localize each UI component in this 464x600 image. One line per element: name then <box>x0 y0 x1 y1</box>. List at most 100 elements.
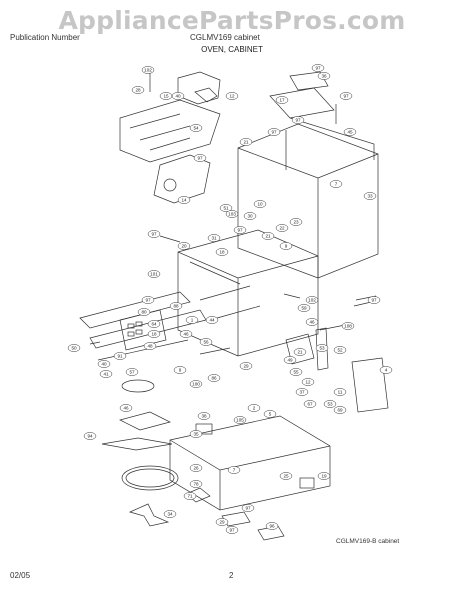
callout: 2 <box>247 404 261 412</box>
callout: 29 <box>239 362 253 370</box>
callout: 51 <box>219 204 233 212</box>
diagram-caption: CGLMV169-B cabinet <box>336 538 400 545</box>
callout: 26 <box>189 464 203 472</box>
callout: 30 <box>243 212 257 220</box>
section-title: OVEN, CABINET <box>201 45 263 54</box>
callout: 11 <box>333 388 347 396</box>
callout: 19 <box>317 472 331 480</box>
callout: 17 <box>275 96 289 104</box>
svg-text:46: 46 <box>183 332 189 337</box>
callout: 97 <box>339 92 353 100</box>
svg-text:94: 94 <box>87 434 93 439</box>
svg-text:25: 25 <box>283 474 289 479</box>
callout: 97 <box>267 128 281 136</box>
callout: 97 <box>141 296 155 304</box>
svg-text:102: 102 <box>144 68 152 73</box>
callout: 97 <box>147 230 161 238</box>
svg-text:91: 91 <box>117 354 123 359</box>
callout: 15 <box>159 92 173 100</box>
callout: 10 <box>253 200 267 208</box>
callout: 97 <box>367 296 381 304</box>
callout: 97 <box>225 526 239 534</box>
svg-text:45: 45 <box>347 130 353 135</box>
svg-text:97: 97 <box>151 232 157 237</box>
callout: 56 <box>199 338 213 346</box>
callout: 21 <box>261 232 275 240</box>
callout: 20 <box>177 242 191 250</box>
svg-text:108: 108 <box>344 324 352 329</box>
svg-text:35: 35 <box>193 432 199 437</box>
svg-text:14: 14 <box>181 198 187 203</box>
callout: 9 <box>173 366 187 374</box>
callout: 86 <box>207 374 221 382</box>
callout: 64 <box>147 320 161 328</box>
svg-text:1: 1 <box>191 318 194 323</box>
svg-text:103: 103 <box>228 212 236 217</box>
svg-text:18: 18 <box>219 250 225 255</box>
callout: 29 <box>215 518 229 526</box>
svg-text:56: 56 <box>203 340 209 345</box>
callout: 22 <box>275 224 289 232</box>
svg-text:15: 15 <box>163 94 169 99</box>
callout: 31 <box>207 234 221 242</box>
callout: 9 <box>279 242 293 250</box>
svg-text:12: 12 <box>229 94 235 99</box>
callout: 97 <box>193 154 207 162</box>
callout: 91 <box>113 352 127 360</box>
callout: 7 <box>227 466 241 474</box>
callout: 38 <box>197 412 211 420</box>
vent-duct-part <box>119 99 221 163</box>
callout: 69 <box>333 406 347 414</box>
svg-text:97: 97 <box>145 298 151 303</box>
callout: 41 <box>99 370 113 378</box>
svg-text:38: 38 <box>201 414 207 419</box>
callout: 102 <box>305 296 319 304</box>
svg-text:97: 97 <box>197 156 203 161</box>
callout: 105 <box>233 416 247 424</box>
door-panel <box>79 291 191 329</box>
svg-text:53: 53 <box>319 346 325 351</box>
callout: 37 <box>295 388 309 396</box>
svg-text:101: 101 <box>150 272 158 277</box>
svg-text:46: 46 <box>309 320 315 325</box>
svg-text:28: 28 <box>135 88 141 93</box>
callout: 18 <box>215 248 229 256</box>
callout: 21 <box>239 138 253 146</box>
fan-motor-part <box>177 71 221 105</box>
callout: 53 <box>315 344 329 352</box>
callout: 35 <box>189 430 203 438</box>
callout: 71 <box>183 492 197 500</box>
svg-text:71: 71 <box>187 494 193 499</box>
watermark: AppliancePartsPros.com <box>58 6 406 35</box>
svg-text:29: 29 <box>243 364 249 369</box>
header-model: CGLMV169 cabinet <box>190 33 260 42</box>
bottom-plate <box>169 415 331 511</box>
svg-text:86: 86 <box>211 376 217 381</box>
svg-text:67: 67 <box>307 402 313 407</box>
callout: 49 <box>283 356 297 364</box>
callout: 5 <box>263 410 277 418</box>
callout: 18 <box>147 330 161 338</box>
svg-text:23: 23 <box>293 220 299 225</box>
callout: 28 <box>131 86 145 94</box>
callout: 25 <box>279 472 293 480</box>
svg-text:7: 7 <box>335 182 338 187</box>
callout: 97 <box>291 116 305 124</box>
callout: 46 <box>179 330 193 338</box>
svg-text:33: 33 <box>367 194 373 199</box>
callout: 23 <box>289 218 303 226</box>
callout-labels: 102 28 15 40 12 97 36 17 97 45 54 97 97 … <box>67 64 393 534</box>
turntable-coupler <box>121 379 155 393</box>
callout: 78 <box>189 480 203 488</box>
svg-text:21: 21 <box>243 140 249 145</box>
callout: 14 <box>177 196 191 204</box>
svg-text:12: 12 <box>305 380 311 385</box>
svg-text:97: 97 <box>371 298 377 303</box>
side-panel <box>351 357 389 413</box>
svg-text:21: 21 <box>297 350 303 355</box>
svg-text:11: 11 <box>338 390 343 395</box>
header-publication: Publication Number <box>10 33 80 42</box>
svg-text:29: 29 <box>219 520 225 525</box>
svg-text:41: 41 <box>103 372 109 377</box>
